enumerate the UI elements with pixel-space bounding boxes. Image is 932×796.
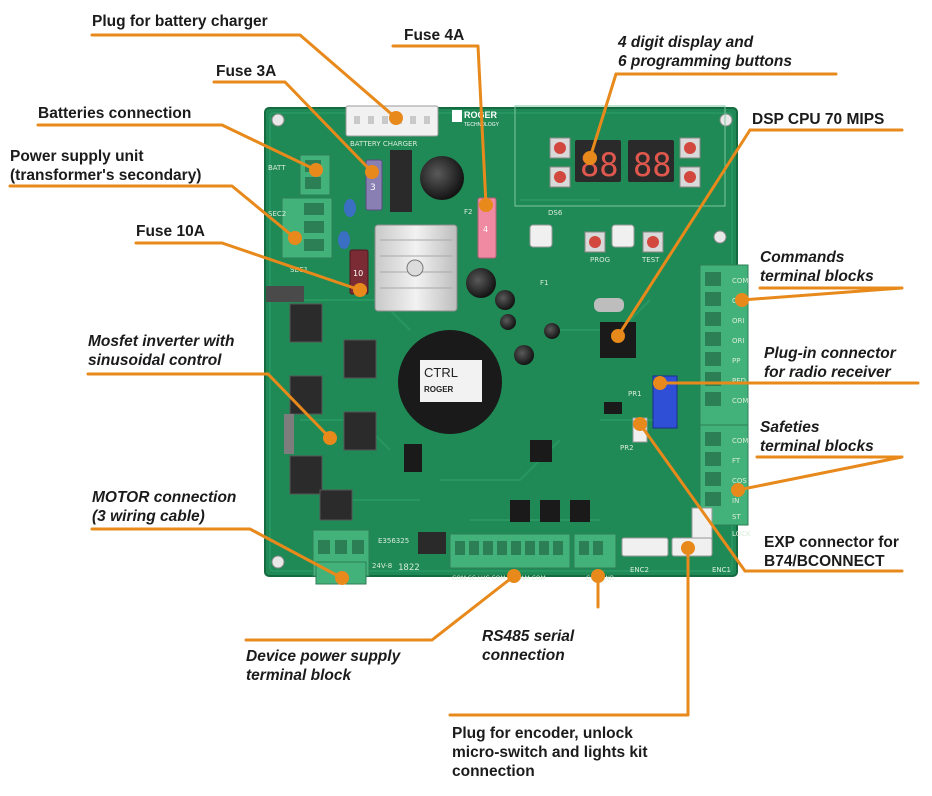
- label-display-buttons-line1: 4 digit display and: [618, 34, 754, 51]
- label-commands-line2: terminal blocks: [760, 268, 874, 285]
- label-rs485-line2: connection: [482, 647, 565, 664]
- ctrl-label: CTRL: [424, 365, 458, 380]
- display-right: [628, 140, 674, 182]
- label-plug-battery-charger: Plug for battery charger: [92, 13, 268, 30]
- e-code-silk: E356325: [378, 537, 409, 545]
- label-commands-terminal: Commands terminal blocks: [760, 248, 874, 286]
- label-device-power-supply: Device power supply terminal block: [246, 647, 400, 685]
- mosfet-array: [289, 303, 377, 521]
- label-motor-connection: MOTOR connection (3 wiring cable): [92, 488, 236, 526]
- f1-silk: F1: [540, 279, 548, 287]
- leader-dots: [288, 111, 749, 585]
- sec2-silk: SEC2: [268, 210, 286, 218]
- label-exp-connector: EXP connector for B74/BCONNECT: [764, 533, 899, 571]
- label-motor-line1: MOTOR connection: [92, 489, 237, 506]
- cmd-silk-7: COM: [732, 397, 748, 405]
- cmd-silk-6: PED: [732, 377, 746, 385]
- display-left: [575, 140, 621, 182]
- rs485-terminal: [573, 533, 617, 569]
- f2-silk: F2: [464, 208, 472, 216]
- label-fuse-10a: Fuse 10A: [136, 223, 205, 240]
- safety-silk-2: FT: [732, 457, 741, 465]
- ds6-silk: DS6: [548, 209, 563, 217]
- label-safeties-line2: terminal blocks: [760, 438, 874, 455]
- fuse-3a-text: 3: [370, 183, 376, 193]
- secondary-terminal: [281, 197, 333, 259]
- safety-silk-3: COS: [732, 477, 747, 485]
- date-code-silk: 1822: [398, 563, 420, 573]
- lock-silk: LOCK: [732, 530, 751, 538]
- label-encoder-line2: micro-switch and lights kit: [452, 744, 648, 761]
- label-encoder-line3: connection: [452, 763, 535, 780]
- label-safeties-line1: Safeties: [760, 419, 820, 436]
- label-encoder-line1: Plug for encoder, unlock: [452, 725, 633, 742]
- label-safeties-terminal: Safeties terminal blocks: [760, 418, 874, 456]
- label-exp-line2: B74/BCONNECT: [764, 553, 885, 570]
- motor-terminal: [312, 529, 370, 585]
- device-power-terminal: [449, 533, 571, 569]
- label-mosfet-inverter: Mosfet inverter with sinusoidal control: [88, 332, 234, 370]
- label-commands-line1: Commands: [760, 249, 845, 266]
- label-motor-line2: (3 wiring cable): [92, 508, 205, 525]
- pr1-silk: PR1: [628, 390, 642, 398]
- programming-buttons: [549, 137, 701, 253]
- label-display-buttons: 4 digit display and 6 programming button…: [618, 33, 792, 71]
- label-fuse-3a: Fuse 3A: [216, 63, 277, 80]
- commands-terminal-block: [699, 264, 749, 426]
- label-dsp-cpu: DSP CPU 70 MIPS: [752, 111, 885, 128]
- encoder-plugs: [621, 537, 713, 557]
- label-exp-line1: EXP connector for: [764, 534, 899, 551]
- cmd-silk-4: ORI: [732, 337, 744, 345]
- prog-silk: PROG: [590, 256, 610, 264]
- cmd-silk-3: ORI: [732, 317, 744, 325]
- label-device-power-line2: terminal block: [246, 667, 352, 684]
- label-plugin-radio: Plug-in connector for radio receiver: [764, 344, 896, 382]
- label-rs485-line1: RS485 serial: [482, 628, 575, 645]
- label-power-supply-unit: Power supply unit (transformer's seconda…: [10, 147, 201, 185]
- fuse-10a-text: 10: [353, 269, 363, 278]
- label-display-buttons-line2: 6 programming buttons: [618, 53, 792, 70]
- battery-charger-silk: BATTERY CHARGER: [350, 140, 417, 148]
- label-mosfet-line1: Mosfet inverter with: [88, 333, 235, 350]
- label-batteries-connection: Batteries connection: [38, 105, 192, 122]
- safety-silk-1: COM: [732, 437, 748, 445]
- label-encoder-plug: Plug for encoder, unlock micro-switch an…: [452, 724, 648, 781]
- display-right-digits: 88: [633, 146, 672, 184]
- label-mosfet-line2: sinusoidal control: [88, 352, 222, 369]
- safety-silk-4: IN: [732, 497, 739, 505]
- display-left-digits: 88: [580, 146, 619, 184]
- v24-silk: 24V-8: [372, 562, 392, 570]
- label-fuse-4a: Fuse 4A: [404, 27, 465, 44]
- label-rs485: RS485 serial connection: [482, 627, 574, 665]
- enc1-silk: ENC1: [712, 566, 731, 574]
- label-plugin-radio-line1: Plug-in connector: [764, 345, 896, 362]
- pr2-silk: PR2: [620, 444, 634, 452]
- cmd-silk-1: COM: [732, 277, 748, 285]
- cmd-silk-5: PP: [732, 357, 740, 365]
- label-device-power-line1: Device power supply: [246, 648, 401, 665]
- label-plugin-radio-line2: for radio receiver: [764, 364, 891, 381]
- batt-silk: BATT: [268, 164, 286, 172]
- label-power-supply-line2: (transformer's secondary): [10, 167, 202, 184]
- power-terminal-silk: COM SC LUC COM ES LAM COM: [452, 575, 546, 582]
- main-capacitor: [420, 156, 464, 200]
- leader-lines: [8, 33, 920, 717]
- label-power-supply-line1: Power supply unit: [10, 148, 144, 165]
- enc2-silk: ENC2: [630, 566, 649, 574]
- ctrl-brand: ROGER: [424, 385, 454, 394]
- test-silk: TEST: [641, 256, 660, 264]
- safety-silk-5: ST: [732, 513, 741, 521]
- fuse-4a-text: 4: [483, 225, 488, 234]
